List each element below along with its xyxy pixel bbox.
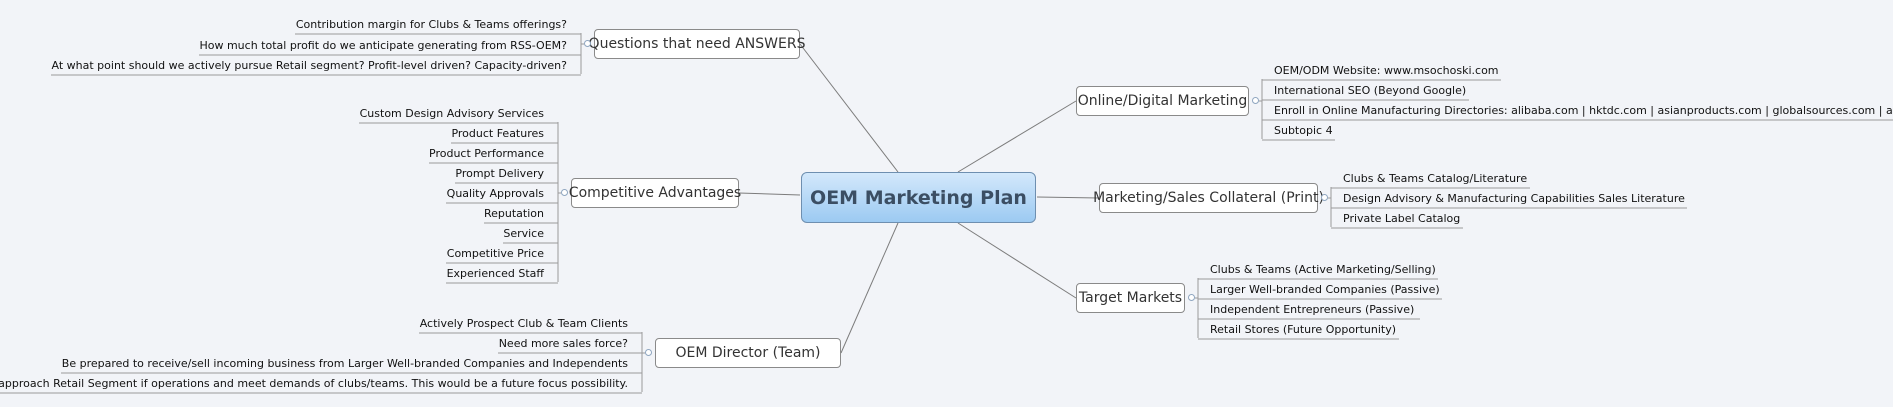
collapse-toggle-director[interactable] [645, 349, 652, 356]
topic-director-1[interactable]: Actively Prospect Club & Team Clients [419, 317, 628, 330]
link-collateral [1036, 196, 1100, 199]
topic-questions-2[interactable]: How much total profit do we anticipate g… [199, 39, 567, 52]
topic-director-2[interactable]: Need more sales force? [498, 337, 628, 350]
topic-competitive-4[interactable]: Prompt Delivery [455, 167, 544, 180]
branch-target[interactable]: Target Markets [1076, 283, 1185, 313]
topic-collateral-3[interactable]: Private Label Catalog [1343, 212, 1461, 225]
topic-competitive-5[interactable]: Quality Approvals [446, 187, 544, 200]
topic-questions-1[interactable]: Contribution margin for Clubs & Teams of… [295, 18, 567, 31]
topic-competitive-7[interactable]: Service [503, 227, 544, 240]
branch-questions[interactable]: Questions that need ANSWERS [589, 29, 805, 59]
collapse-toggle-online[interactable] [1252, 97, 1259, 104]
collapse-toggle-questions[interactable] [584, 40, 591, 47]
topic-collateral-2[interactable]: Design Advisory & Manufacturing Capabili… [1343, 192, 1685, 205]
link-target [957, 222, 1077, 299]
topic-collateral-1[interactable]: Clubs & Teams Catalog/Literature [1343, 172, 1528, 185]
link-competitive [738, 192, 801, 196]
topic-competitive-8[interactable]: Competitive Price [446, 247, 544, 260]
topic-questions-3[interactable]: At what point should we actively pursue … [51, 59, 567, 72]
topic-target-4[interactable]: Retail Stores (Future Opportunity) [1210, 323, 1397, 336]
central-topic[interactable]: OEM Marketing Plan [801, 172, 1036, 223]
topic-competitive-9[interactable]: Experienced Staff [446, 267, 544, 280]
branch-collateral[interactable]: Marketing/Sales Collateral (Print) [1093, 183, 1324, 213]
topic-online-1[interactable]: OEM/ODM Website: www.msochoski.com [1274, 64, 1499, 77]
topic-target-3[interactable]: Independent Entrepreneurs (Passive) [1210, 303, 1415, 316]
branch-competitive[interactable]: Competitive Advantages [569, 178, 741, 208]
topic-director-3[interactable]: Be prepared to receive/sell incoming bus… [61, 357, 628, 370]
topic-online-4[interactable]: Subtopic 4 [1274, 124, 1333, 137]
link-online [957, 100, 1077, 173]
topic-competitive-3[interactable]: Product Performance [429, 147, 544, 160]
topic-competitive-2[interactable]: Product Features [451, 127, 544, 140]
branch-director[interactable]: OEM Director (Team) [655, 338, 841, 368]
topic-online-3[interactable]: Enroll in Online Manufacturing Directori… [1274, 104, 1893, 117]
collapse-toggle-collateral[interactable] [1321, 194, 1328, 201]
topic-target-1[interactable]: Clubs & Teams (Active Marketing/Selling) [1210, 263, 1436, 276]
topic-competitive-1[interactable]: Custom Design Advisory Services [359, 107, 544, 120]
topic-online-2[interactable]: International SEO (Beyond Google) [1274, 84, 1467, 97]
collapse-toggle-target[interactable] [1188, 294, 1195, 301]
branch-online[interactable]: Online/Digital Marketing [1076, 86, 1249, 116]
topic-competitive-6[interactable]: Reputation [484, 207, 544, 220]
collapse-toggle-competitive[interactable] [561, 189, 568, 196]
topic-target-2[interactable]: Larger Well-branded Companies (Passive) [1210, 283, 1440, 296]
link-questions [799, 43, 899, 173]
topic-director-4[interactable]: Option to approach Retail Segment if ope… [0, 377, 628, 390]
link-director [840, 222, 899, 354]
